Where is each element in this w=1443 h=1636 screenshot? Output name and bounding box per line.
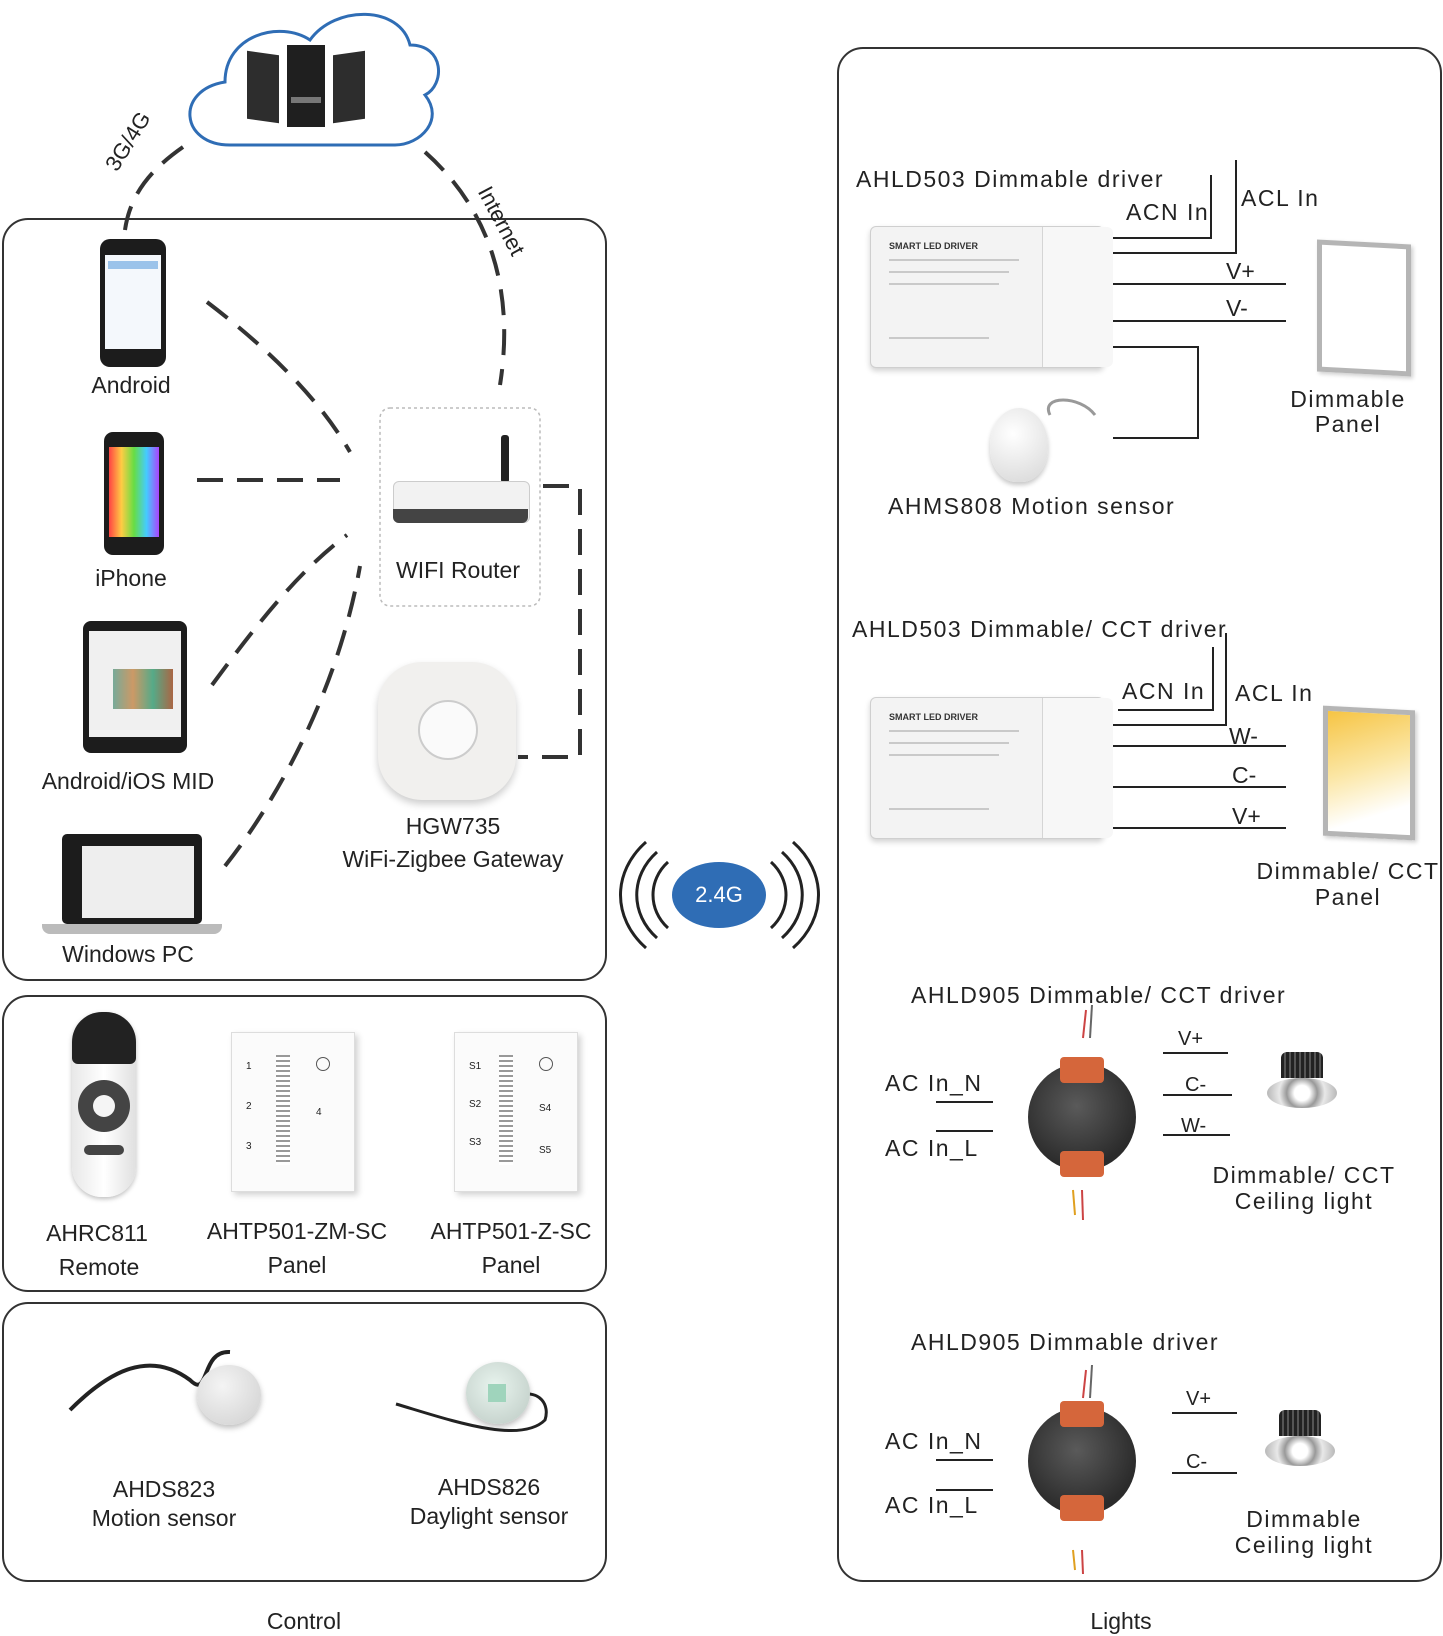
motion-sensor-ahds823-icon (197, 1365, 261, 1425)
android-phone-icon (100, 239, 166, 367)
d3-ceiling-light-icon (1267, 1052, 1337, 1116)
d4-light-label-2: Ceiling light (1234, 1532, 1374, 1558)
power-icon (539, 1057, 553, 1071)
touch-panel-z-icon: S1 S2 S3 S4 S5 (454, 1032, 578, 1192)
label-panel-z-name: Panel (481, 1252, 541, 1278)
panel-zm-key-4: 4 (316, 1107, 322, 1118)
label-android: Android (91, 372, 171, 398)
wifi-router-icon (393, 435, 530, 545)
link-android-router (205, 300, 352, 453)
label-ahds826-name: Daylight sensor (409, 1503, 569, 1529)
d3-light-label-1: Dimmable/ CCT (1212, 1162, 1396, 1188)
d1-vplus-label: V+ (1226, 258, 1255, 284)
d2-cminus-label: C- (1232, 762, 1257, 788)
d4-acl-label: AC In_L (885, 1492, 979, 1518)
label-remote-model: AHRC811 (46, 1220, 148, 1246)
d4-light-label-1: Dimmable (1246, 1506, 1362, 1532)
d2-driver-icon: SMART LED DRIVER (870, 697, 1113, 839)
d1-acl-label: ACL In (1241, 185, 1320, 211)
d2-acl-label: ACL In (1235, 680, 1314, 706)
link-mid-router (210, 533, 349, 687)
label-wifi-router: WIFI Router (396, 557, 520, 583)
d3-acn-label: AC In_N (885, 1070, 983, 1096)
caption-lights: Lights (1090, 1608, 1152, 1634)
d1-acn-label: ACN In (1126, 199, 1210, 225)
d2-vplus-label: V+ (1232, 803, 1261, 829)
remote-control-icon (72, 1012, 136, 1197)
d2-title: AHLD503 Dimmable/ CCT driver (852, 616, 1228, 642)
d3-title: AHLD905 Dimmable/ CCT driver (911, 982, 1287, 1008)
label-remote-name: Remote (58, 1254, 140, 1280)
caption-control: Control (266, 1608, 342, 1634)
d4-title: AHLD905 Dimmable driver (911, 1329, 1220, 1355)
label-gateway-name: WiFi-Zigbee Gateway (342, 846, 564, 872)
iphone-icon (104, 432, 164, 555)
label-gateway-model: HGW735 (405, 813, 501, 839)
d1-title: AHLD503 Dimmable driver (856, 166, 1165, 192)
label-ahds823-name: Motion sensor (91, 1505, 237, 1531)
panel-zm-key-1: 1 (246, 1061, 252, 1072)
panel-zm-key-3: 3 (246, 1141, 252, 1152)
link-pc-router (223, 565, 362, 868)
link-cloud-mobile (123, 145, 185, 231)
d3-cminus-label: C- (1185, 1074, 1207, 1096)
d2-cct-panel-light-icon (1323, 705, 1415, 841)
control-sensors-panel (2, 1302, 607, 1582)
label-radio: 2.4G (695, 882, 743, 907)
d3-round-driver-icon (1028, 1057, 1136, 1177)
d2-panel-label-2: Panel (1314, 884, 1382, 910)
link-router-gateway (518, 484, 582, 759)
panel-z-key-s4: S4 (539, 1103, 552, 1114)
d1-vminus-label: V- (1226, 295, 1248, 321)
d2-panel-label-1: Dimmable/ CCT (1256, 858, 1440, 884)
touch-panel-zm-icon: 1 2 3 4 (231, 1032, 355, 1192)
gateway-icon (378, 662, 516, 800)
d4-cminus-label: C- (1186, 1451, 1208, 1473)
label-iphone: iPhone (95, 565, 167, 591)
radio-2-4g-badge: 2.4G (672, 862, 766, 928)
daylight-sensor-ahds826-icon (466, 1362, 530, 1424)
panel-z-key-s5: S5 (539, 1145, 552, 1156)
panel-z-key-s1: S1 (469, 1061, 482, 1072)
d3-light-label-2: Ceiling light (1234, 1188, 1374, 1214)
label-panel-zm-model: AHTP501-ZM-SC (206, 1218, 388, 1244)
panel-z-key-s3: S3 (469, 1137, 482, 1148)
d1-motion-sensor-icon (990, 408, 1048, 482)
label-windows-pc: Windows PC (62, 941, 194, 967)
label-ahds826-model: AHDS826 (437, 1474, 541, 1500)
panel-z-key-s2: S2 (469, 1099, 482, 1110)
link-cloud-internet (423, 150, 507, 386)
label-panel-z-model: AHTP501-Z-SC (430, 1218, 592, 1244)
d3-wminus-label: W- (1181, 1115, 1207, 1137)
d1-panel-light-icon (1317, 239, 1411, 377)
d2-wminus-label: W- (1229, 723, 1258, 749)
d4-acn-label: AC In_N (885, 1428, 983, 1454)
cloud-server-icon (247, 45, 367, 127)
d1-driver-tag: SMART LED DRIVER (889, 241, 979, 251)
d3-acl-label: AC In_L (885, 1135, 979, 1161)
label-ahds823-model: AHDS823 (112, 1476, 216, 1502)
d4-round-driver-icon (1028, 1401, 1136, 1521)
d1-panel-label-2: Panel (1314, 411, 1382, 437)
label-panel-zm-name: Panel (267, 1252, 327, 1278)
panel-zm-key-2: 2 (246, 1101, 252, 1112)
tablet-icon (83, 621, 187, 753)
d2-acn-label: ACN In (1122, 678, 1206, 704)
d2-driver-tag: SMART LED DRIVER (889, 712, 979, 722)
d1-driver-icon: SMART LED DRIVER (870, 226, 1113, 368)
power-icon (316, 1057, 330, 1071)
d1-sensor-label: AHMS808 Motion sensor (888, 493, 1176, 519)
d4-ceiling-light-icon (1265, 1410, 1335, 1474)
d4-vplus-label: V+ (1186, 1388, 1212, 1410)
d1-panel-label-1: Dimmable (1290, 386, 1406, 412)
d3-vplus-label: V+ (1178, 1028, 1204, 1050)
laptop-icon (42, 834, 222, 940)
label-mid: Android/iOS MID (41, 768, 215, 794)
